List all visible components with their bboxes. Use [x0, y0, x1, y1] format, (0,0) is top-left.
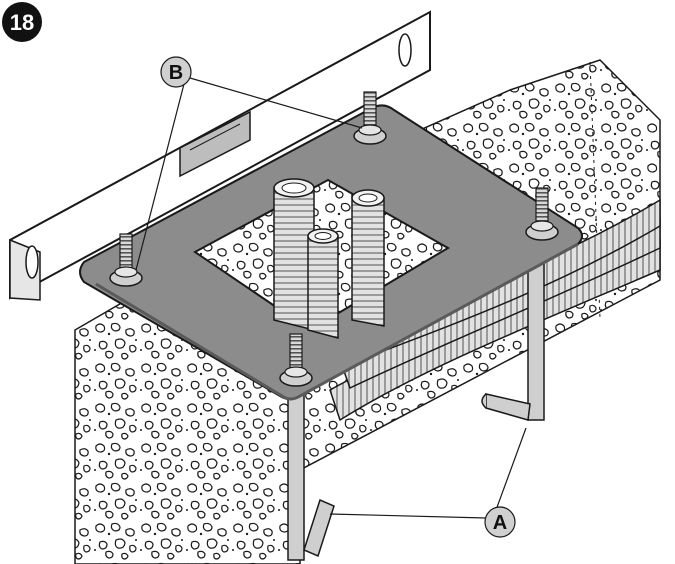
- conduit-tube-vertical-3: [307, 228, 339, 339]
- callout-label-b: B: [169, 62, 183, 84]
- anchor-bolt-front: [279, 333, 313, 387]
- level-vial-right-icon: [398, 33, 412, 67]
- step-badge: 18: [2, 2, 42, 42]
- anchor-bolt-right: [525, 187, 559, 241]
- callout-leaders: [135, 77, 527, 519]
- spirit-level: [9, 10, 431, 301]
- callout-badge-a: A: [484, 506, 516, 538]
- callout-badge-b: B: [160, 56, 192, 88]
- level-vial-left-icon: [25, 245, 39, 279]
- anchor-bolt-top: [353, 91, 387, 145]
- conduit-tube-vertical-2: [351, 189, 385, 327]
- step-number: 18: [10, 10, 34, 35]
- anchor-bolt-left: [109, 233, 143, 287]
- callout-label-a: A: [493, 512, 507, 534]
